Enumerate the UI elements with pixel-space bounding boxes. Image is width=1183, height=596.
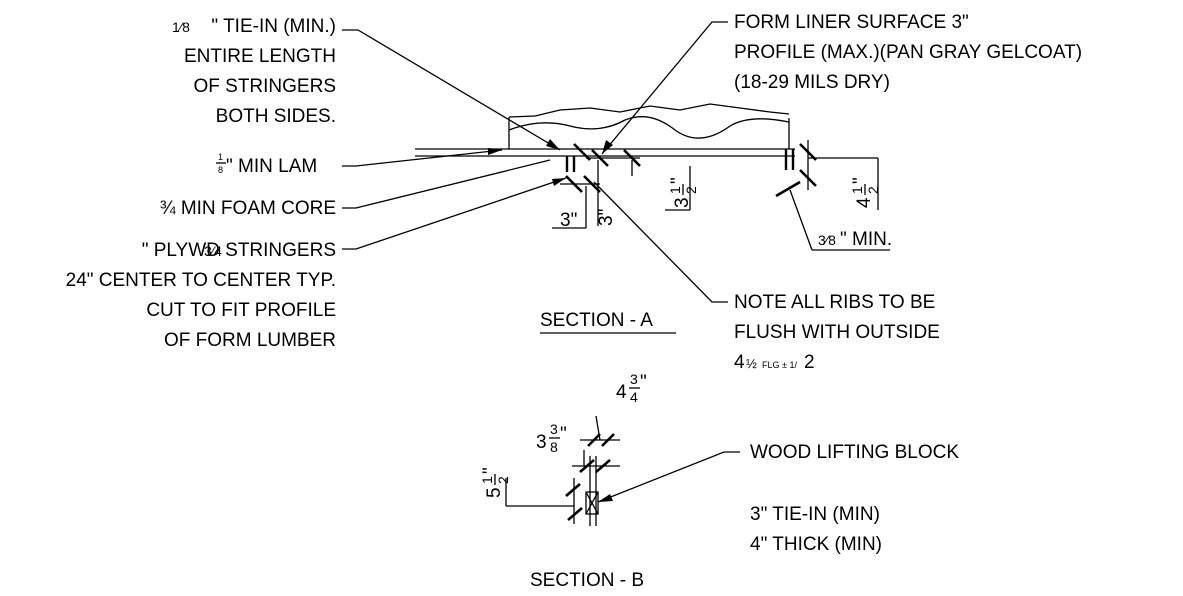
plywd-fraction: 3⁄4 [204, 243, 222, 259]
foam-core-leader [342, 159, 551, 209]
dim-3in-b: 3" [596, 209, 617, 226]
dim-4-half-whole: 4 [854, 197, 875, 208]
plywd-line: CUT TO FIT PROFILE [146, 300, 336, 321]
tie-in-3-note: 3" TIE-IN (MIN) [750, 504, 880, 525]
dim-5-1-2: 5 1 2 " [479, 467, 511, 498]
plywd-line: " PLYWD STRINGERS [142, 240, 336, 261]
dim-tick [775, 180, 801, 198]
arrow-head [546, 139, 560, 150]
tie-in-line: OF STRINGERS [193, 76, 336, 97]
dim-ext-line [595, 415, 601, 441]
dim-338-num: 3 [550, 421, 558, 437]
tie-in-line: BOTH SIDES. [216, 106, 336, 127]
dim-512-den: 2 [495, 476, 511, 484]
dim-3-half-whole: 3 [672, 197, 693, 208]
section-b-geometry [505, 415, 740, 526]
dim-4-half-den: 2 [865, 186, 881, 194]
arrow-head [552, 178, 566, 186]
dim-ext-line [789, 189, 813, 251]
ribs-leader [593, 181, 728, 303]
dim-3-half-in: " [668, 177, 689, 184]
tie-in-line: ENTIRE LENGTH [184, 46, 336, 67]
tie-in-fraction: 1⁄8 [172, 19, 190, 35]
dim-38-frac: 3⁄8 [818, 232, 836, 248]
min-lam-text: " MIN LAM [226, 156, 317, 177]
arrow-head [602, 140, 613, 154]
form-liner-note: FORM LINER SURFACE 3" PROFILE (MAX.)(PAN… [734, 12, 1082, 93]
lifting-block [585, 491, 599, 515]
section-b-title: SECTION - B [530, 570, 644, 591]
form-liner-leader [601, 21, 728, 155]
dim-512-whole: 5 [484, 487, 505, 498]
tie-in-note: 1⁄8 " TIE-IN (MIN.) ENTIRE LENGTH OF STR… [172, 16, 336, 127]
ribs-line: NOTE ALL RIBS TO BE [734, 292, 935, 313]
form-liner-top-left [508, 115, 536, 118]
dim-3-half-den: 2 [683, 186, 699, 194]
ribs-line: FLUSH WITH OUTSIDE [734, 322, 940, 343]
dim-338-in: " [560, 424, 567, 445]
flg-small: FLG ± 1/ [762, 360, 797, 370]
ribs-note: NOTE ALL RIBS TO BE FLUSH WITH OUTSIDE [734, 292, 940, 343]
dim-4-3-4: 4 3 4 " [616, 371, 647, 405]
dim-4-half-in: " [850, 177, 871, 184]
wavy-profile [508, 116, 790, 139]
dim-434-num: 3 [630, 371, 638, 387]
arrow-head [598, 494, 613, 502]
dim-3-3-8: 3 3 8 " [536, 421, 567, 455]
form-liner-line: FORM LINER SURFACE 3" [734, 12, 969, 33]
section-a-title-text: SECTION - A [540, 310, 653, 331]
rough-surface-profile [534, 103, 790, 117]
flg-half: ½ [746, 356, 757, 371]
stringer-leader [342, 177, 567, 250]
lifting-block-note: WOOD LIFTING BLOCK [750, 442, 959, 463]
plywood-stringer-note: 3⁄4 " PLYWD STRINGERS 24" CENTER TO CENT… [66, 240, 336, 351]
form-liner-line: (18-29 MILS DRY) [734, 72, 890, 93]
section-a-geometry [415, 103, 890, 251]
dim-tick [565, 483, 581, 497]
dim-434-den: 4 [630, 389, 638, 405]
thick-4-note: 4" THICK (MIN) [750, 534, 882, 555]
leaders-section-a [342, 21, 728, 303]
dim-3-8-min: 3⁄8 " MIN. [818, 229, 892, 250]
arrow-head [488, 148, 502, 155]
lifting-block-x2 [585, 491, 599, 515]
dim-338-den: 8 [550, 439, 558, 455]
section-a-title: SECTION - A [540, 310, 676, 334]
dim-4-half: 4 1 2 " [849, 177, 881, 208]
flg-big1: 4 [734, 352, 745, 373]
flange-note: 4 ½ FLG ± 1/ 2 [734, 352, 815, 373]
flg-big2: 2 [804, 352, 815, 373]
plywd-line: 24" CENTER TO CENTER TYP. [66, 270, 336, 291]
dim-tick [573, 143, 591, 161]
dim-3-half: 3 1 2 " [667, 177, 699, 208]
min-lam-note: 1 8 " MIN LAM [216, 152, 317, 177]
form-liner-line: PROFILE (MAX.)(PAN GRAY GELCOAT) [734, 42, 1082, 63]
tie-in-leader [342, 29, 561, 151]
lifting-block-leader [597, 451, 740, 503]
dim-38-text: " MIN. [840, 229, 892, 250]
min-lam-leader [342, 149, 503, 167]
min-lam-den: 8 [218, 165, 223, 175]
dim-4-half-num: 1 [849, 186, 865, 194]
dim-338-whole: 3 [536, 432, 547, 453]
tie-in-line: " TIE-IN (MIN.) [211, 16, 336, 37]
dim-434-whole: 4 [616, 382, 627, 403]
plywd-line: OF FORM LUMBER [164, 330, 336, 351]
dim-tick [567, 507, 583, 521]
foam-core-note: ¾ MIN FOAM CORE [160, 198, 336, 219]
min-lam-num: 1 [218, 152, 223, 162]
dim-3-half-num: 1 [667, 186, 683, 194]
dim-512-in: " [480, 467, 501, 474]
dim-434-in: " [640, 372, 647, 393]
dim-3in-a: 3" [560, 210, 577, 231]
dim-512-num: 1 [479, 476, 495, 484]
